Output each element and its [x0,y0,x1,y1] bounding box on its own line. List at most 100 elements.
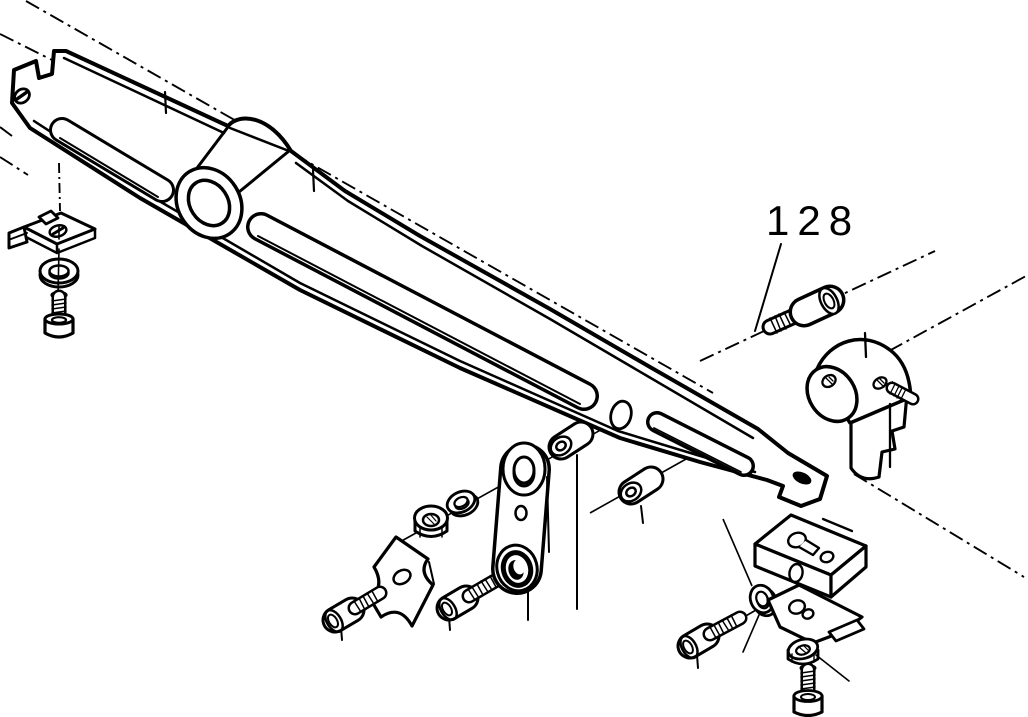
arm-slot-middle-face [249,215,596,408]
socket-head-cap-screw-128 [761,284,846,336]
set-screw-threads [889,383,907,400]
arm-slot-tip-wall [653,427,742,473]
centerline-top-left [0,33,53,61]
witness-tick-bushing-lower [640,505,644,524]
screw-bottom-left-socket [682,639,694,655]
screw-center-right-socket [440,601,454,617]
screw-center-right-head-end [438,596,458,622]
washer-center [445,489,480,518]
centerline-left-edge-a [0,126,13,137]
arm-top-band-right [294,161,755,440]
arm-slot-left-face [52,120,172,200]
clip-nut-group [7,209,97,339]
clamp-plate-tab [827,618,866,643]
link-plate [491,441,551,595]
bushing-lower [617,465,665,506]
clamp-plate-keyhole-small [801,608,815,620]
screw-bottom-left [676,610,748,669]
centerline-clip-axis [58,162,61,212]
arm-top-band-left [62,56,226,135]
clamp-plate-keyhole-large [787,599,807,615]
clamp-block-slot2 [819,550,835,564]
hex-nut-bottom [786,637,850,682]
arm-hump-chord [228,126,291,153]
centerline-screw-128-axis [699,250,936,362]
arm-left-hole-shadow [15,90,29,101]
cam-plate-hole [392,568,412,586]
screw-left [43,289,75,339]
hex-nut-center-thread-hatch [426,513,437,525]
centerline-arm-axis [25,0,714,394]
clip-nut-hole-shadow [51,226,65,236]
hex-nut-bottom-hatch [798,644,810,654]
set-screw-body [888,384,917,403]
leader-clamp-washer [722,518,753,587]
clamp-block-step [821,517,854,533]
arm-oval-hole [609,399,633,431]
clamp-block-front-hole [788,562,804,584]
screw-center-left [321,585,388,641]
link-middle-hole [514,504,528,522]
clamp-block [753,513,868,599]
set-screw [885,381,920,406]
clip-axis-lower [57,248,60,296]
clip-nut-tab [37,209,60,226]
centerline-holder-axis [888,275,1027,352]
arm-tick-middle [311,168,316,193]
screw-left-socket [50,316,68,324]
clamp-holder-group [805,331,920,481]
arm-slot-middle-wall [257,235,581,405]
screw-center-left-head-end [324,608,344,634]
screw-center-left-socket [326,613,340,629]
link-bearing-bore-highlight [513,559,525,575]
clamp-holder-tick [863,331,868,359]
screw-128-group: 128 [754,197,860,336]
pivot-arm [10,49,829,508]
arm-boss-hole [186,178,232,228]
screw-center-left-thread-face [350,588,385,613]
centerline-bottom-right [853,473,1025,578]
clamp-holder-bore-face [805,364,859,424]
arm-tick-left [163,90,168,115]
hex-nut-bottom-leader [815,654,850,682]
link-boss-hole [512,455,536,485]
arm-hump-edge-right [237,149,291,194]
callout-label-128: 128 [766,197,860,244]
center-link-group [321,420,665,641]
bushing-upper-hole [555,440,567,452]
screw-bottom-left-threads [709,614,738,639]
washer-bottom-hole [755,590,769,608]
cam-plate-fold [413,561,435,623]
screw-center-right [435,570,508,631]
washer-bottom [742,583,779,653]
screw-128-socket [822,292,836,310]
clamp-assembly-group [676,513,868,717]
clamp-holder-hole-hatch [825,376,834,385]
set-screw-hole-hatch [876,378,885,387]
screw-bottom [792,662,824,717]
centerline-left-edge-b [0,156,29,176]
washer-bottom-leader [742,614,760,653]
clamp-plate [766,583,866,645]
clamp-block-keyhole-slot [797,538,821,557]
screw-left-threads [51,298,67,314]
phantom-centerlines [0,0,1027,578]
clip-nut-wing [7,225,29,250]
screw-center-left-threads [353,590,379,613]
callout-leader-128 [754,243,782,332]
screw-center-right-threads [467,575,497,601]
hex-nut-bottom-facets [791,653,815,663]
arm-slot-tip-face [649,414,752,474]
arm-slot-left-wall [59,137,159,198]
hex-nut-center [413,504,449,538]
screw-bottom-left-head-end [679,634,699,660]
hex-nut-center-facets [419,527,443,538]
link-plate-fold [546,476,550,553]
screw-bottom-socket [800,693,816,701]
clip-nut-wing-fold [10,232,28,240]
arm-tip-hole [792,471,812,485]
clamp-block-side [829,544,868,599]
bushing-upper [547,420,595,461]
